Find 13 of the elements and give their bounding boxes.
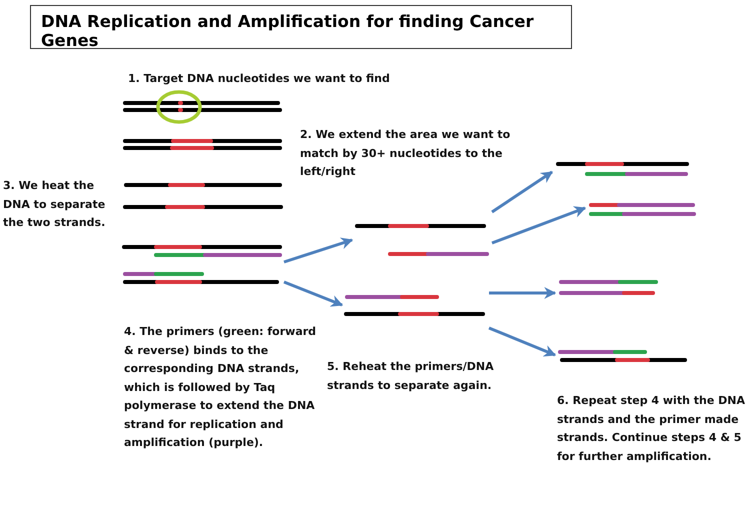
arrow xyxy=(491,206,586,244)
step-text: 2. We extend the area we want to match by 30+ nucleotides to the left/right xyxy=(300,127,512,180)
arrow xyxy=(489,287,556,299)
arrow xyxy=(284,238,354,264)
step-text: 4. The primers (green: forward & reverse) binds to the corresponding DNA strands, which is followed by Taq polymerase to extend the DNA strand for replication and amplification (purple). xyxy=(124,324,318,451)
step-text: 1. Target DNA nucleotides we want to find xyxy=(128,71,391,87)
arrow xyxy=(488,326,556,356)
step-text: 5. Reheat the primers/DNA strands to separate again. xyxy=(327,359,495,394)
title-box: DNA Replication and Amplification for finding Cancer Genes xyxy=(30,5,572,49)
step-text: 6. Repeat step 4 with the DNA strands and the primer made strands. Continue steps 4 & 5 for further amplification. xyxy=(557,393,746,464)
arrow xyxy=(491,170,553,214)
step-text: 3. We heat the DNA to separate the two strands. xyxy=(3,178,106,231)
arrow xyxy=(283,280,344,307)
